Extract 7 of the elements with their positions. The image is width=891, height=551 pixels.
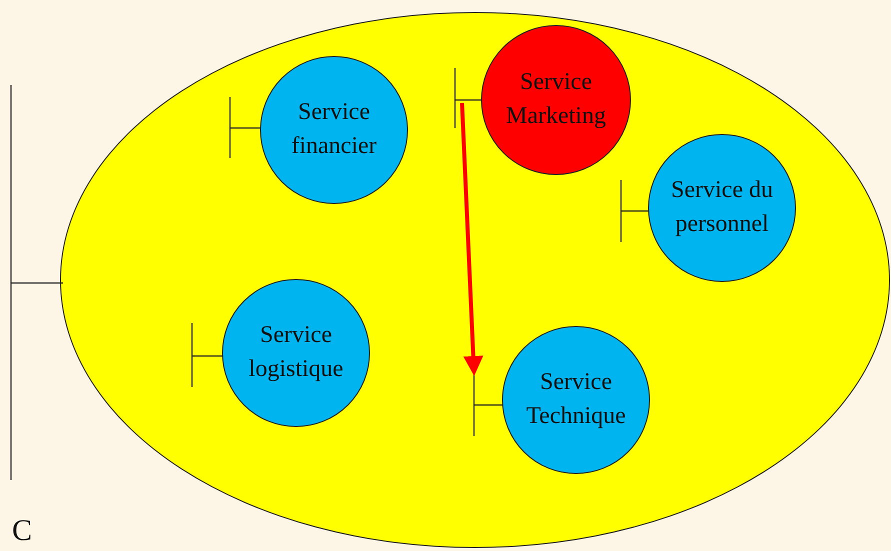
arrow (460, 102, 484, 376)
service-name: Service Marketing (505, 68, 607, 131)
service-name: Service du personnel (670, 176, 774, 239)
service-name: Service Technique (525, 368, 627, 431)
service-name: Service financier (290, 98, 378, 161)
service-name: Service logistique (248, 321, 344, 384)
label-text: C (12, 514, 32, 548)
